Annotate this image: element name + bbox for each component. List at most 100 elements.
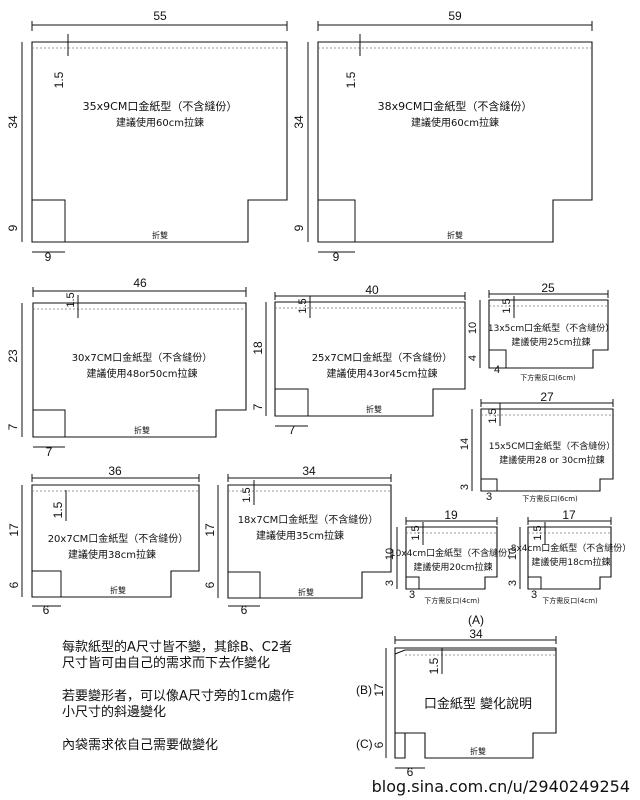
note-line: 每款紙型的A尺寸皆不變，其餘B、C2者 xyxy=(62,640,293,655)
fold-label: 折雙 xyxy=(134,425,150,435)
width-label: 40 xyxy=(365,283,379,297)
fold-label: 下方需反口(4cm) xyxy=(542,596,598,605)
seam-label: 1.5 xyxy=(51,501,65,518)
zipper-spec: 建議使用60cm拉鍊 xyxy=(116,116,204,129)
height-label: 10 xyxy=(384,548,396,560)
note-line: 小尺寸的斜邊變化 xyxy=(62,705,167,720)
note-paragraph-2: 若要變形者，可以像A尺寸旁的1cm處作 小尺寸的斜邊變化 xyxy=(62,689,294,721)
pattern-outline xyxy=(317,41,593,243)
pattern-outline xyxy=(32,302,247,438)
pattern-25x10: 25 10 4 4 1.5 13x5cm口金紙型（不含縫份） 建議使用25cm拉… xyxy=(467,281,614,382)
zipper-spec: 建議使用28 or 30cm拉鍊 xyxy=(499,454,605,466)
pattern-59x34: 59 34 9 9 1.5 38x9CM口金紙型（不含縫份） 建議使用60cm拉… xyxy=(292,9,593,264)
height-label: 18 xyxy=(251,341,265,355)
fold-label: 折雙 xyxy=(110,585,126,595)
pattern-outline xyxy=(527,526,612,590)
note-line: 內袋需求依自己需要做變化 xyxy=(62,738,219,753)
pattern-spec: 35x9CM口金紙型（不含縫份） xyxy=(83,99,238,113)
corner-height-label: 7 xyxy=(6,423,20,430)
width-label: 46 xyxy=(133,276,147,290)
pattern-spec: 38x9CM口金紙型（不含縫份） xyxy=(378,99,533,113)
pattern-outline xyxy=(480,408,614,492)
fold-label: 下方需反口(6cm) xyxy=(522,494,578,503)
zipper-spec: 建議使用35cm拉鍊 xyxy=(256,529,344,542)
pattern-outline xyxy=(488,299,609,369)
corner-width-label: 3 xyxy=(409,589,415,601)
fold-label: 折雙 xyxy=(447,230,463,240)
pattern-55x34: 55 34 9 9 1.5 35x9CM口金紙型（不含縫份） 建議使用60cm拉… xyxy=(6,9,288,264)
corner-height-label: 6 xyxy=(203,581,217,588)
fold-label: 折雙 xyxy=(366,404,382,414)
width-label: 17 xyxy=(562,508,576,522)
seam-label: 1.5 xyxy=(241,487,253,502)
height-label: 34 xyxy=(6,115,20,129)
seam-label: 1.5 xyxy=(297,298,309,313)
pattern-17x10: 17 10 3 3 1.5 8x4cm口金紙型（不含縫份） 建議使用18cm拉鍊… xyxy=(507,508,631,605)
pattern-36x17: 36 17 6 6 1.5 20x7CM口金紙型（不含縫份） 建議使用38cm拉… xyxy=(7,464,200,617)
width-label: 19 xyxy=(444,508,458,522)
seam-label: 1.5 xyxy=(344,71,358,88)
zipper-spec: 建議使用20cm拉鍊 xyxy=(413,561,492,573)
pattern-outline xyxy=(274,301,466,417)
height-label: 34 xyxy=(292,115,306,129)
pattern-spec: 8x4cm口金紙型（不含縫份） xyxy=(511,542,632,554)
zipper-spec: 建議使用48or50cm拉鍊 xyxy=(87,367,198,380)
legend-b-value: 17 xyxy=(372,683,386,697)
corner-height-label: 3 xyxy=(507,580,519,586)
corner-height-label: 7 xyxy=(251,403,265,410)
zipper-spec: 建議使用38cm拉鍊 xyxy=(68,548,156,561)
legend-seam-label: 1.5 xyxy=(427,657,441,674)
zipper-spec: 建議使用18cm拉鍊 xyxy=(531,556,610,568)
seam-label: 1.5 xyxy=(65,292,77,307)
pattern-spec: 30x7CM口金紙型（不含縫份） xyxy=(72,351,213,364)
corner-width-label: 3 xyxy=(531,589,537,601)
width-label: 25 xyxy=(541,281,555,295)
pattern-34x17: 34 17 6 6 1.5 18x7CM口金紙型（不含縫份） 建議使用35cm拉… xyxy=(203,464,392,617)
corner-width-label: 6 xyxy=(241,603,248,617)
corner-width-label: 6 xyxy=(43,603,50,617)
pattern-spec: 15x5CM口金紙型（不含縫份） xyxy=(489,440,616,452)
pattern-outline xyxy=(227,484,392,599)
height-label: 17 xyxy=(7,523,21,537)
seam-label: 1.5 xyxy=(52,71,66,88)
fold-label: 折雙 xyxy=(152,230,168,240)
height-label: 10 xyxy=(467,322,479,334)
legend-pattern: (A) 34 (B) 17 (C) 6 6 1.5 口金紙型 變化說明 折雙 xyxy=(356,613,557,779)
width-label: 36 xyxy=(108,464,122,478)
fold-label: 下方需反口(6cm) xyxy=(520,373,576,382)
legend-title: 口金紙型 變化說明 xyxy=(424,696,532,712)
seam-label: 1.5 xyxy=(532,525,544,540)
height-label: 14 xyxy=(459,438,471,450)
corner-width-label: 9 xyxy=(333,250,340,264)
pattern-outline xyxy=(405,526,498,590)
width-label: 59 xyxy=(448,9,462,23)
pattern-spec: 18x7CM口金紙型（不含縫份） xyxy=(238,513,379,526)
corner-height-label: 6 xyxy=(7,581,21,588)
blog-watermark: blog.sina.com.cn/u/2940249254 xyxy=(372,777,630,796)
height-label: 23 xyxy=(6,349,20,363)
pattern-outline xyxy=(31,484,200,598)
height-label: 17 xyxy=(203,523,217,537)
height-label: 10 xyxy=(507,548,519,560)
note-paragraph-3: 內袋需求依自己需要做變化 xyxy=(62,738,218,754)
corner-height-label: 3 xyxy=(384,580,396,586)
corner-height-label: 9 xyxy=(292,224,306,231)
legend-width-label: 34 xyxy=(469,627,483,641)
pattern-40x18: 40 18 7 7 1.5 25x7CM口金紙型（不含縫份） 建議使用43or4… xyxy=(251,283,466,437)
zipper-spec: 建議使用60cm拉鍊 xyxy=(411,116,499,129)
fold-label: 下方需反口(4cm) xyxy=(424,596,480,605)
pattern-27x14: 27 14 3 3 1.5 15x5CM口金紙型（不含縫份） 建議使用28 or… xyxy=(459,390,615,503)
corner-height-label: 3 xyxy=(459,484,471,490)
legend-fold-label: 折雙 xyxy=(470,746,486,756)
pattern-46x23: 46 23 7 7 1.5 30x7CM口金紙型（不含縫份） 建議使用48or5… xyxy=(6,276,247,459)
legend-corner-width-label: 6 xyxy=(407,765,414,779)
pattern-spec: 13x5cm口金紙型（不含縫份） xyxy=(488,322,614,334)
legend-c-tag: (C) xyxy=(356,737,373,751)
width-label: 27 xyxy=(540,390,554,404)
corner-width-label: 3 xyxy=(486,491,492,503)
width-label: 55 xyxy=(153,9,167,23)
note-paragraph-1: 每款紙型的A尺寸皆不變，其餘B、C2者 尺寸皆可由自己的需求而下去作變化 xyxy=(62,640,292,672)
corner-height-label: 9 xyxy=(6,224,20,231)
zipper-spec: 建議使用25cm拉鍊 xyxy=(511,336,590,348)
